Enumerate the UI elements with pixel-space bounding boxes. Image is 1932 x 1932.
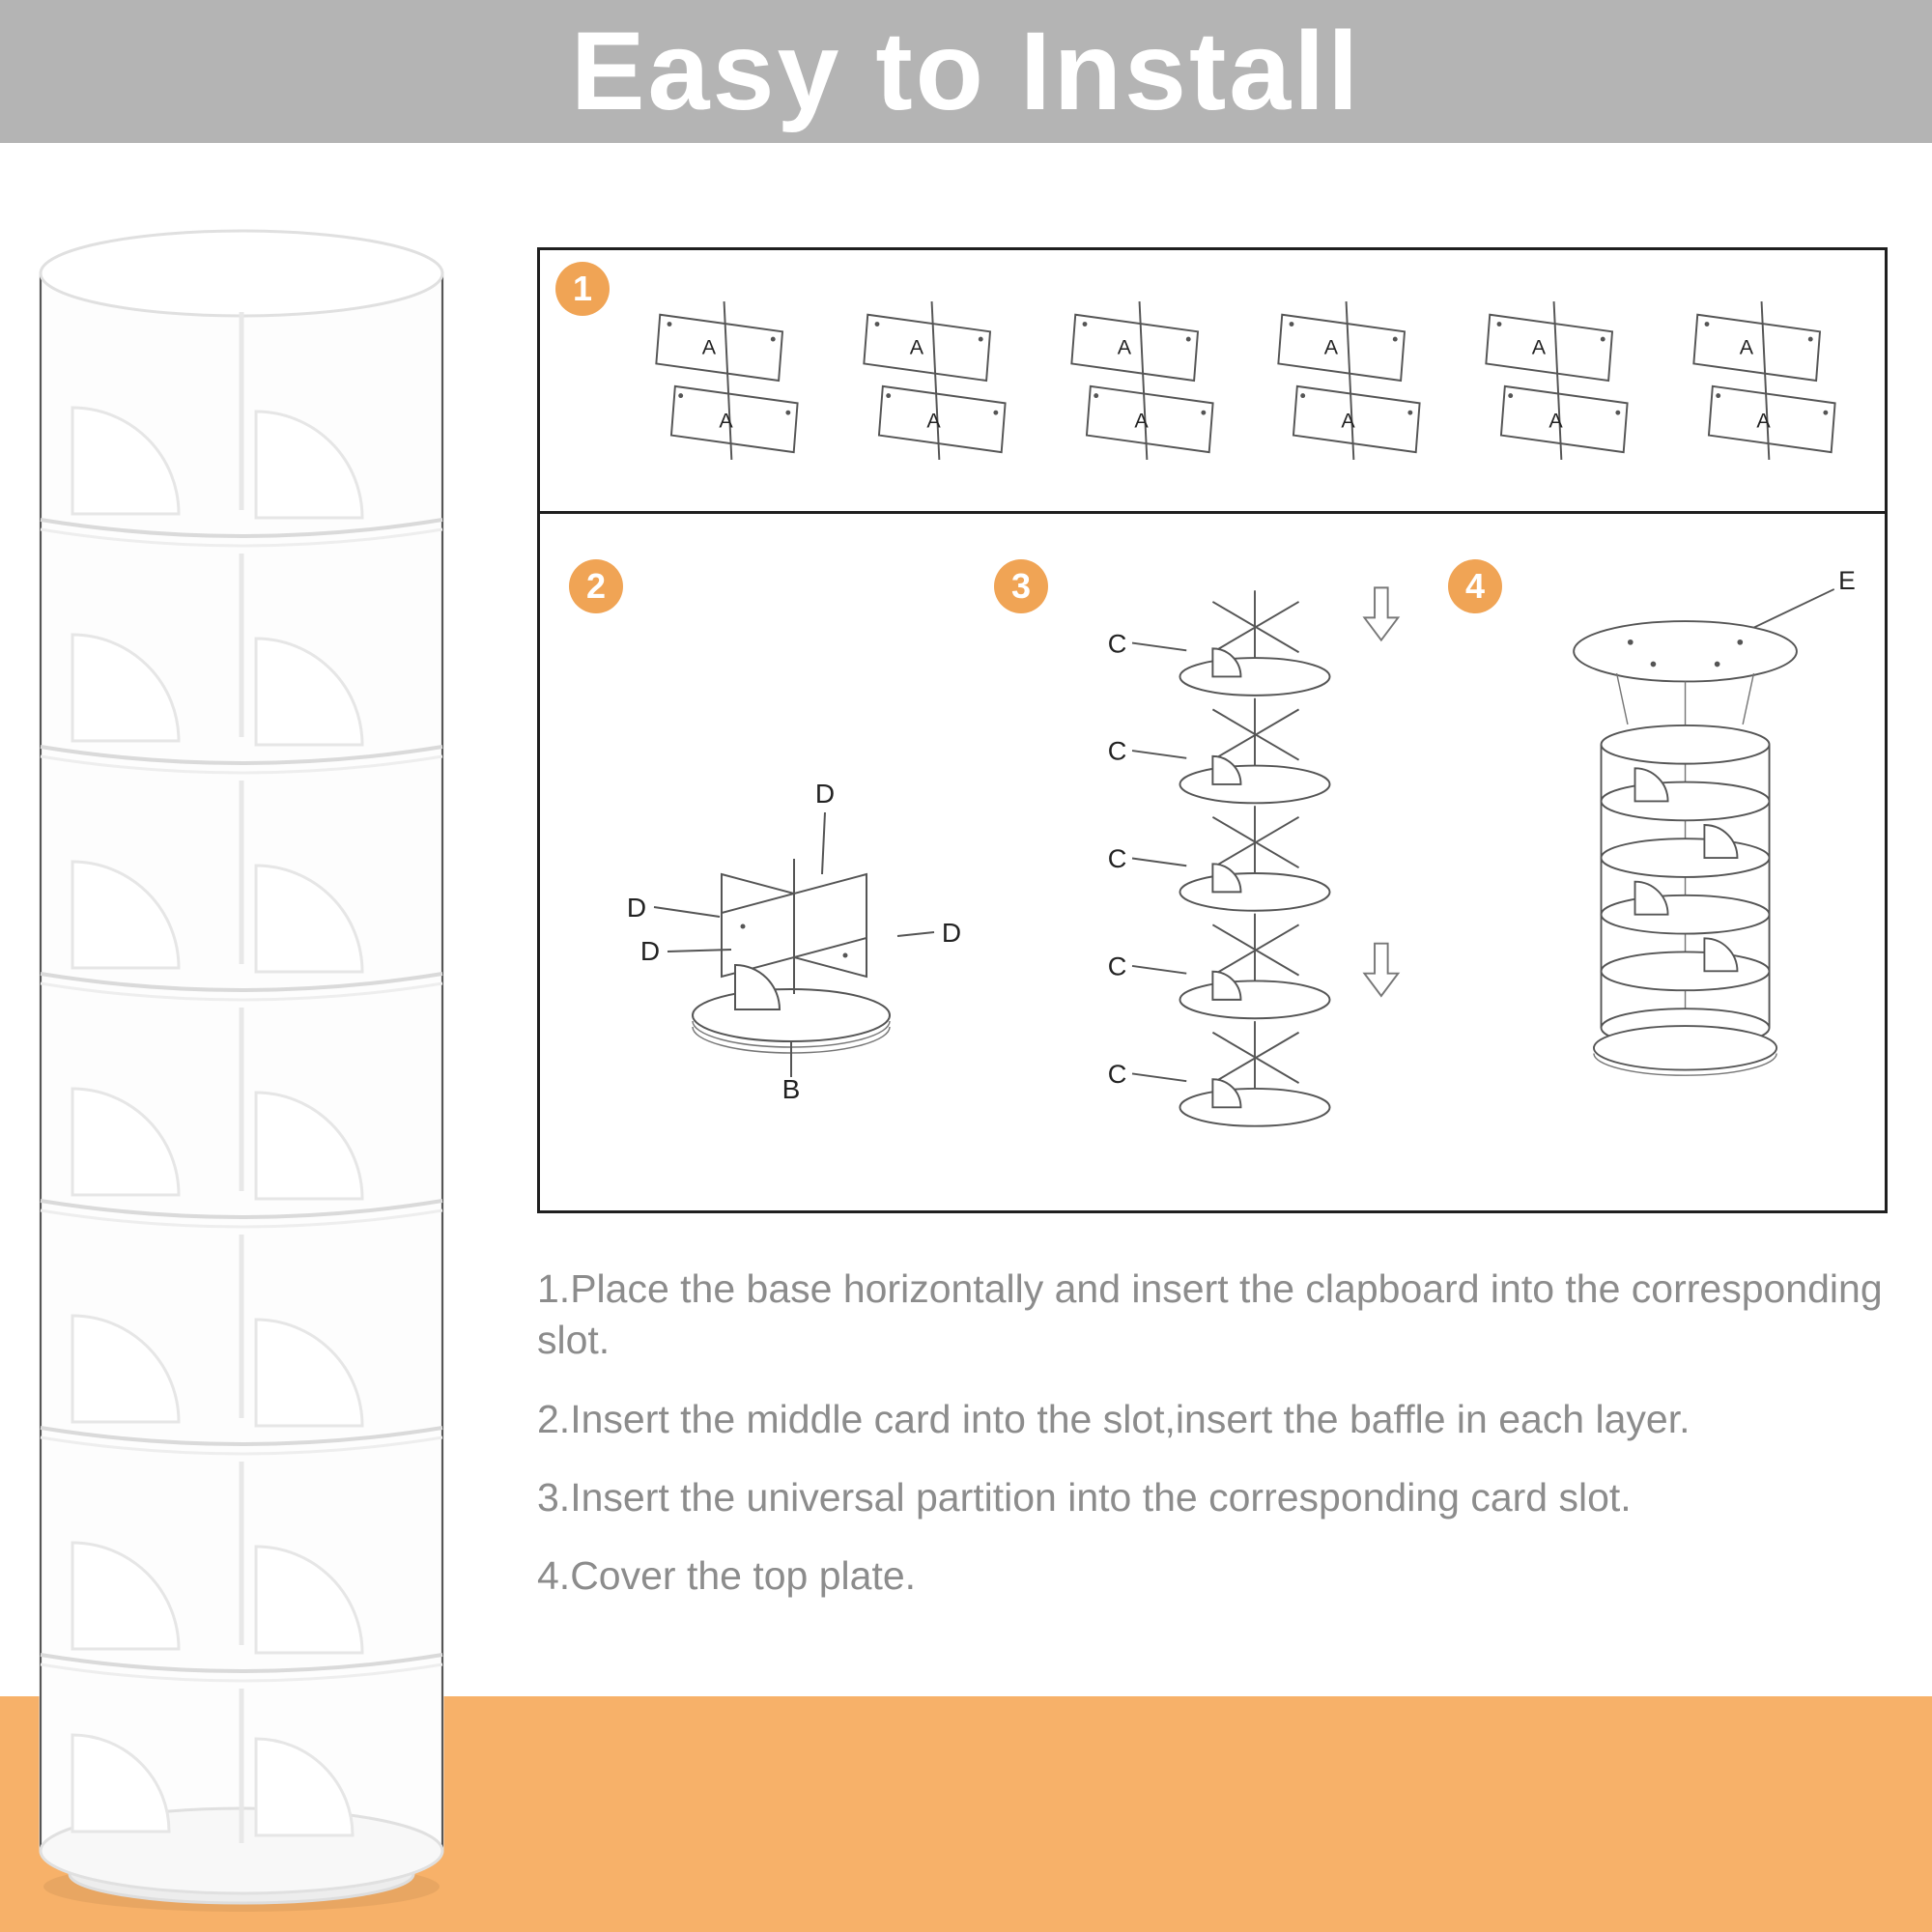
bookshelf-product-photo <box>29 220 454 1920</box>
shelf-tier <box>40 1462 443 1683</box>
instruction-step-1: 1.Place the base horizontally and insert… <box>537 1266 1883 1363</box>
shelf-tier <box>40 1008 443 1229</box>
top-plate: E <box>1573 569 1856 726</box>
step-3-badge: 3 <box>994 559 1048 613</box>
part-label-e: E <box>1838 569 1856 595</box>
assembled-tower <box>1593 724 1778 1076</box>
stack-layer: C <box>1108 806 1331 912</box>
cross-partition <box>721 859 867 1010</box>
part-label-d: D <box>815 779 835 809</box>
step-1-badge: 1 <box>555 262 610 316</box>
down-arrow-icon <box>1362 586 1401 642</box>
part-label-a: A <box>1740 336 1754 359</box>
part-label-a: A <box>1117 336 1131 359</box>
part-label-a: A <box>1342 410 1356 433</box>
panel-joining-diagram: A A <box>863 301 1007 460</box>
panel-joining-diagram: A A <box>1485 301 1629 460</box>
part-label-d: D <box>640 936 660 966</box>
shelf-tier <box>40 1235 443 1456</box>
instructions-list: 1.Place the base horizontally and insert… <box>537 1264 1920 1629</box>
part-label-a: A <box>702 336 717 359</box>
part-label-a: A <box>1324 336 1339 359</box>
stack-layer: C <box>1108 913 1331 1020</box>
panel-joining-diagram: A A <box>655 301 799 460</box>
stacking-diagram: C C C C <box>1108 586 1401 1127</box>
assembly-panel: 1 2 3 4 A A A A A A <box>537 247 1888 1213</box>
part-label-c: C <box>1108 628 1127 658</box>
step-4-badge: 4 <box>1448 559 1502 613</box>
bookshelf-illustration <box>39 229 444 1912</box>
stack-layer: C <box>1108 590 1331 696</box>
panel-joining-diagram: A A <box>1069 301 1214 460</box>
top-plate-diagram: E <box>1573 569 1856 1076</box>
part-label-c: C <box>1108 736 1127 766</box>
part-label-d: D <box>627 893 646 923</box>
part-label-a: A <box>926 410 941 433</box>
shelf-tier <box>71 1689 355 1843</box>
shelf-tier <box>40 554 443 775</box>
part-label-a: A <box>910 336 924 359</box>
instruction-step-3: 3.Insert the universal partition into th… <box>537 1474 1632 1520</box>
part-label-a: A <box>1134 410 1149 433</box>
step-2-badge: 2 <box>569 559 623 613</box>
instruction-step-2: 2.Insert the middle card into the slot,i… <box>537 1396 1690 1441</box>
part-label-a: A <box>719 410 733 433</box>
part-label-c: C <box>1108 1059 1127 1089</box>
part-label-c: C <box>1108 952 1127 981</box>
part-label-c: C <box>1108 843 1127 873</box>
title-banner: Easy to Install <box>0 0 1932 143</box>
shelf-tier <box>40 312 443 548</box>
step-1-section: A A A A A A A A <box>540 250 1885 514</box>
stack-layer: C <box>1108 1021 1331 1127</box>
part-label-a: A <box>1532 336 1547 359</box>
instruction-step-4: 4.Cover the top plate. <box>537 1553 917 1599</box>
base-assembly-diagram: D D D D B <box>627 779 961 1100</box>
stack-layer: C <box>1108 697 1331 805</box>
down-arrow-icon <box>1362 942 1401 998</box>
part-label-a: A <box>1756 410 1771 433</box>
part-label-d: D <box>942 918 961 948</box>
part-labels: D D D D B <box>627 779 961 1100</box>
shelf-tier <box>40 781 443 1002</box>
page-title: Easy to Install <box>570 10 1362 133</box>
part-label-b: B <box>782 1074 801 1100</box>
panel-joining-diagram: A A <box>1277 301 1422 460</box>
panel-joining-diagram: A A <box>1692 301 1836 460</box>
part-label-a: A <box>1549 410 1564 433</box>
